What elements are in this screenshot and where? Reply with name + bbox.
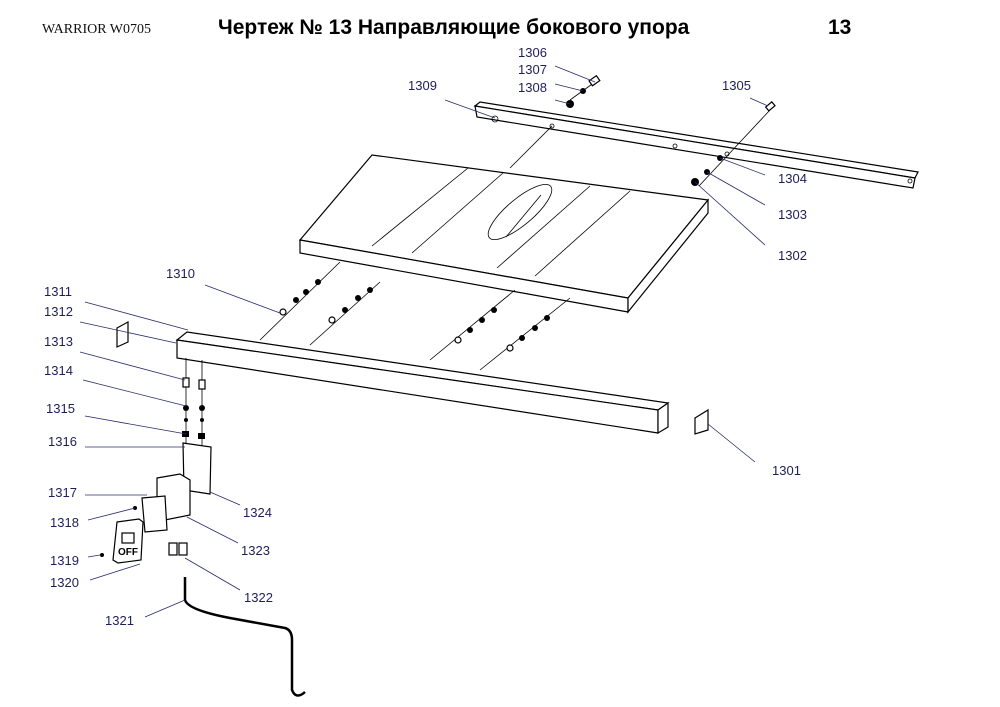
part-label-1311: 1311 <box>44 284 72 299</box>
part-label-1312: 1312 <box>44 304 73 319</box>
part-label-1320: 1320 <box>50 575 79 590</box>
part-label-1315: 1315 <box>46 401 75 416</box>
part-label-1310: 1310 <box>166 266 195 281</box>
part-label-1314: 1314 <box>44 363 73 378</box>
part-label-1305: 1305 <box>722 78 751 93</box>
part-label-1316: 1316 <box>48 434 77 449</box>
page-title: Чертеж № 13 Направляющие бокового упора <box>218 16 690 39</box>
part-label-1307: 1307 <box>518 62 547 77</box>
brand-label: WARRIOR W0705 <box>42 22 152 37</box>
rear-rail <box>473 101 919 189</box>
part-label-1321: 1321 <box>105 613 134 628</box>
table-top <box>298 154 710 314</box>
leader-lines <box>79 65 769 618</box>
page-number: 13 <box>828 16 852 39</box>
front-fasteners <box>259 261 571 371</box>
front-rail <box>175 331 709 435</box>
part-label-1323: 1323 <box>241 543 270 558</box>
part-label-1309: 1309 <box>408 78 437 93</box>
part-label-1318: 1318 <box>50 515 79 530</box>
part-label-1304: 1304 <box>778 171 807 186</box>
part-label-1301: 1301 <box>772 463 801 478</box>
part-label-1313: 1313 <box>44 334 73 349</box>
part-label-1322: 1322 <box>244 590 273 605</box>
power-cable <box>183 577 306 697</box>
part-label-1303: 1303 <box>778 207 807 222</box>
part-label-1308: 1308 <box>518 80 547 95</box>
rear-fasteners <box>509 74 776 187</box>
part-label-1324: 1324 <box>243 505 272 520</box>
end-cap <box>116 320 129 348</box>
part-label-1319: 1319 <box>50 553 79 568</box>
part-label-1317: 1317 <box>48 485 77 500</box>
switch-off-label: OFF <box>118 547 138 558</box>
part-labels: 1301 1302 1303 1304 1305 1306 1307 1308 … <box>44 45 807 628</box>
part-label-1306: 1306 <box>518 45 547 60</box>
switch-assembly: OFF <box>100 358 212 564</box>
part-label-1302: 1302 <box>778 248 807 263</box>
